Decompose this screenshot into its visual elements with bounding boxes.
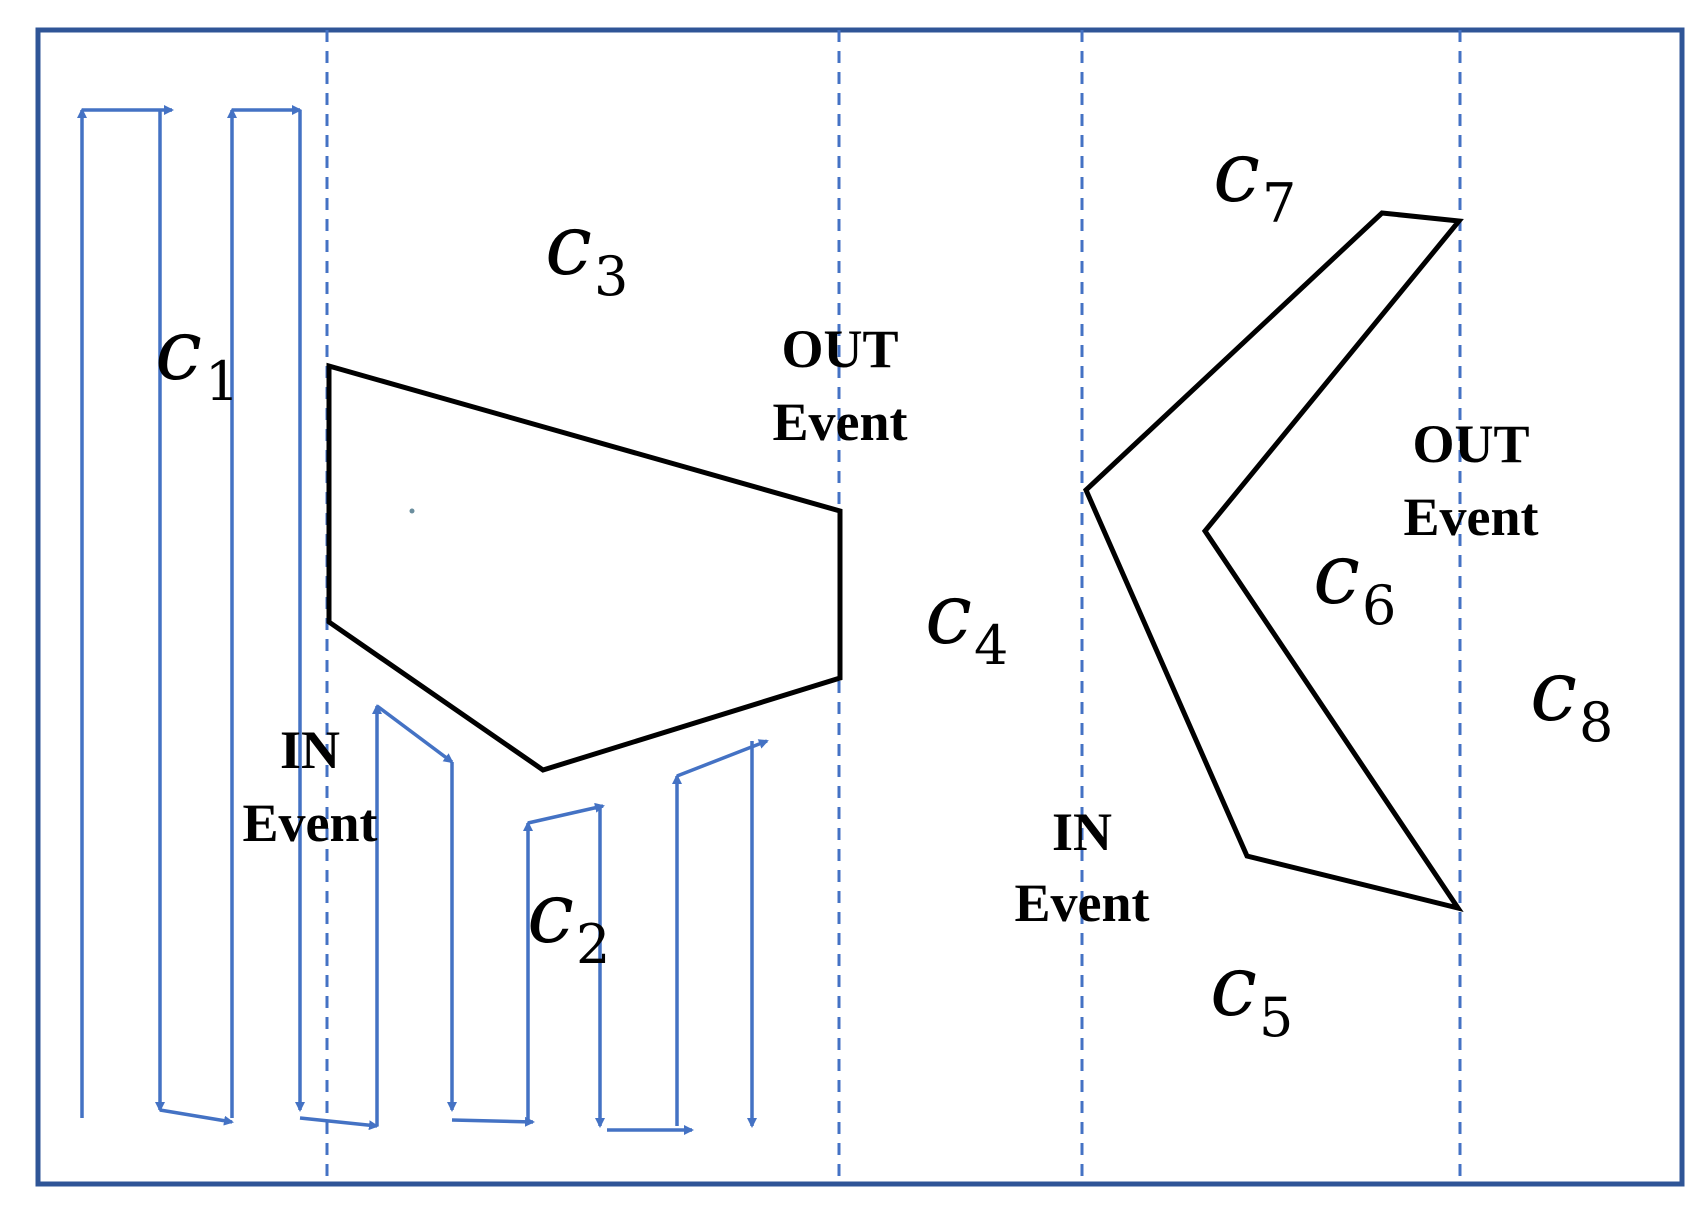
cell-label-c1: c 1	[155, 301, 239, 413]
cell-label-c8: c 8	[1530, 642, 1613, 754]
point-marker	[409, 508, 415, 514]
svg-text:c: c	[1313, 525, 1360, 623]
cell-label-c5: c 5	[1210, 937, 1293, 1049]
svg-text:Event: Event	[243, 793, 378, 853]
svg-text:2: 2	[576, 913, 610, 976]
svg-text:1: 1	[205, 350, 239, 413]
cell-label-c3: c 3	[545, 196, 628, 308]
svg-text:c: c	[1213, 123, 1260, 221]
coverage-path-segment-14	[527, 802, 605, 825]
coverage-path	[77, 105, 769, 1135]
obstacle-pentagon	[326, 362, 843, 773]
cell-label-c7: c 7	[1213, 123, 1296, 235]
event-label-out-right: OUT Event	[1404, 414, 1539, 547]
svg-text:8: 8	[1579, 691, 1613, 754]
svg-text:c: c	[545, 196, 592, 294]
cell-label-c2: c 2	[527, 864, 610, 976]
svg-text:c: c	[925, 565, 972, 663]
svg-text:3: 3	[594, 245, 628, 308]
event-label-out-left: OUT Event	[773, 319, 908, 452]
svg-text:Event: Event	[1404, 487, 1539, 547]
svg-text:Event: Event	[773, 392, 908, 452]
cell-label-c6: c 6	[1313, 525, 1396, 637]
workspace-frame	[35, 27, 1685, 1187]
svg-text:OUT: OUT	[781, 319, 898, 379]
svg-text:5: 5	[1259, 986, 1293, 1049]
svg-text:6: 6	[1362, 574, 1396, 637]
svg-text:c: c	[527, 864, 574, 962]
svg-text:c: c	[1530, 642, 1577, 740]
svg-text:OUT: OUT	[1412, 414, 1529, 474]
cell-label-c4: c 4	[925, 565, 1008, 677]
coverage-path-segment-10	[375, 704, 454, 764]
svg-text:c: c	[155, 301, 202, 399]
svg-text:Event: Event	[1015, 873, 1150, 933]
svg-text:IN: IN	[280, 720, 340, 780]
obstacle-chevron	[1082, 210, 1464, 912]
event-label-in-right: IN Event	[1015, 802, 1150, 933]
coverage-path-segment-8	[299, 1116, 379, 1131]
event-label-in-left: IN Event	[243, 720, 378, 853]
svg-text:4: 4	[974, 614, 1008, 677]
svg-text:7: 7	[1262, 172, 1296, 235]
coverage-path-segment-4	[159, 1108, 234, 1126]
svg-text:IN: IN	[1052, 802, 1112, 862]
svg-text:c: c	[1210, 937, 1257, 1035]
coverage-path-segment-12	[451, 1116, 535, 1127]
